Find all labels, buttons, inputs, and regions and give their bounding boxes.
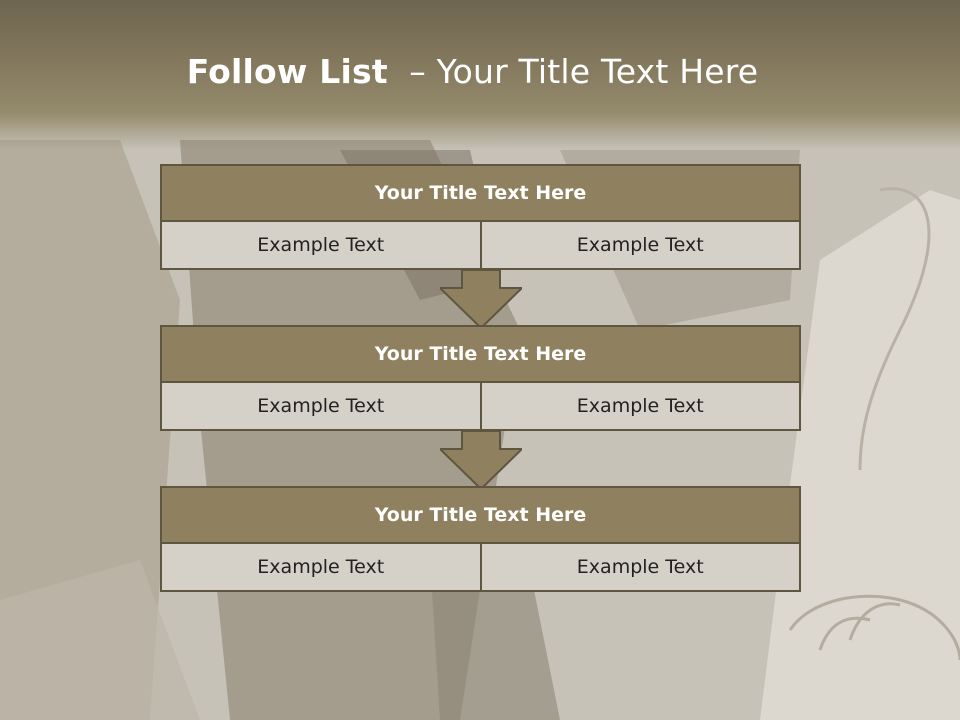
step-box-2: Your Title Text Here Example Text Exampl… xyxy=(160,325,801,431)
step-1-right-text: Example Text xyxy=(479,222,799,268)
step-row-1: Example Text Example Text xyxy=(162,222,799,268)
step-2-right-text: Example Text xyxy=(479,383,799,429)
step-row-3: Example Text Example Text xyxy=(162,544,799,590)
step-2-left-text: Example Text xyxy=(162,383,480,429)
slide-title: Follow List – Your Title Text Here xyxy=(0,52,945,91)
step-row-2: Example Text Example Text xyxy=(162,383,799,429)
step-title-1: Your Title Text Here xyxy=(162,166,799,222)
step-1-left-text: Example Text xyxy=(162,222,480,268)
slide-title-bold: Follow List xyxy=(186,52,388,91)
step-3-right-text: Example Text xyxy=(479,544,799,590)
step-3-left-text: Example Text xyxy=(162,544,480,590)
step-box-3: Your Title Text Here Example Text Exampl… xyxy=(160,486,801,592)
down-arrow-icon xyxy=(440,270,522,330)
step-title-2: Your Title Text Here xyxy=(162,327,799,383)
slide-title-rest: – Your Title Text Here xyxy=(409,52,759,91)
step-box-1: Your Title Text Here Example Text Exampl… xyxy=(160,164,801,270)
down-arrow-icon xyxy=(440,431,522,491)
step-title-3: Your Title Text Here xyxy=(162,488,799,544)
header-band xyxy=(0,0,960,150)
